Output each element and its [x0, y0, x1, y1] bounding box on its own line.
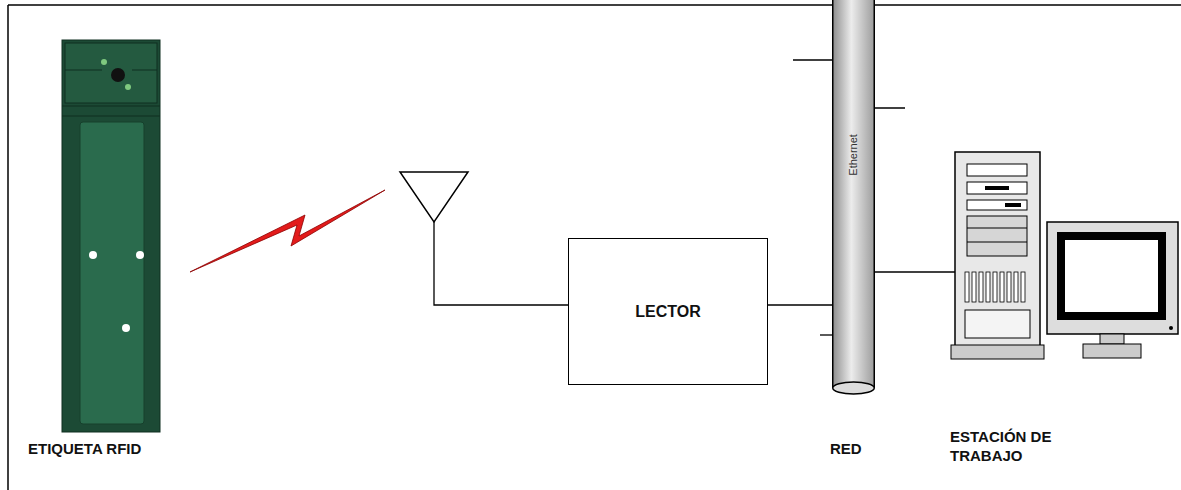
radio-bolt — [190, 190, 385, 272]
workstation: ESTACIÓN DE TRABAJO — [955, 150, 1180, 362]
drive-bay — [967, 200, 1027, 210]
network-link — [768, 304, 832, 305]
network-bus: EthernetRED — [832, 0, 875, 395]
drive-slot — [1005, 203, 1021, 207]
vent-slot — [986, 272, 990, 302]
network-label: RED — [830, 440, 862, 459]
tag-hole — [122, 324, 130, 332]
panel-line — [967, 228, 1027, 229]
network-link — [875, 271, 955, 272]
cylinder-side — [874, 0, 876, 388]
vent-slot — [1014, 272, 1018, 302]
tag-trace — [65, 70, 102, 71]
cylinder-end — [833, 382, 875, 394]
drive-bay — [967, 182, 1027, 194]
tag-led — [101, 59, 107, 65]
tag-divider — [62, 106, 160, 107]
tag-body — [62, 40, 160, 432]
frame-line — [7, 5, 9, 490]
vent-slot — [1021, 272, 1025, 302]
vent-slot — [993, 272, 997, 302]
vent-slot — [979, 272, 983, 302]
cylinder-side — [832, 0, 834, 388]
monitor-screen — [1061, 236, 1162, 316]
cylinder-body — [832, 0, 875, 388]
tower-case — [955, 152, 1040, 347]
front-panel — [967, 216, 1027, 256]
reader-label: LECTOR — [635, 302, 700, 322]
rfid-tag: ETIQUETA RFID — [62, 40, 160, 432]
monitor-base — [1083, 344, 1141, 358]
vent-slot — [1007, 272, 1011, 302]
tag-divider — [62, 116, 160, 117]
reader-box: LECTOR — [568, 238, 768, 385]
monitor-frame — [1047, 222, 1178, 334]
tag-antenna-panel — [80, 122, 144, 424]
frame-line — [8, 4, 1181, 6]
drive-bay — [967, 164, 1027, 176]
monitor-neck — [1100, 334, 1124, 344]
workstation-shape — [955, 150, 1180, 362]
panel-line — [967, 242, 1027, 243]
vent-slot — [965, 272, 969, 302]
drive-slot — [985, 186, 1009, 190]
tag-chip — [111, 68, 125, 82]
tag-label: ETIQUETA RFID — [28, 440, 141, 459]
lower-panel — [965, 310, 1030, 338]
monitor-button — [1169, 326, 1173, 330]
rfid-tag-shape — [62, 40, 160, 432]
tag-hole — [89, 251, 97, 259]
network-bus-shape — [832, 0, 875, 395]
tag-trace — [132, 70, 157, 71]
tower-base — [951, 345, 1044, 359]
tag-chip-area — [65, 43, 157, 103]
antenna-symbol — [400, 172, 468, 222]
vent-slot — [1000, 272, 1004, 302]
workstation-label: ESTACIÓN DE TRABAJO — [950, 428, 1080, 466]
antenna-wire — [434, 222, 568, 305]
tag-hole — [136, 251, 144, 259]
vent-slot — [972, 272, 976, 302]
bus-label: Ethernet — [847, 134, 861, 176]
tag-led — [125, 84, 131, 90]
